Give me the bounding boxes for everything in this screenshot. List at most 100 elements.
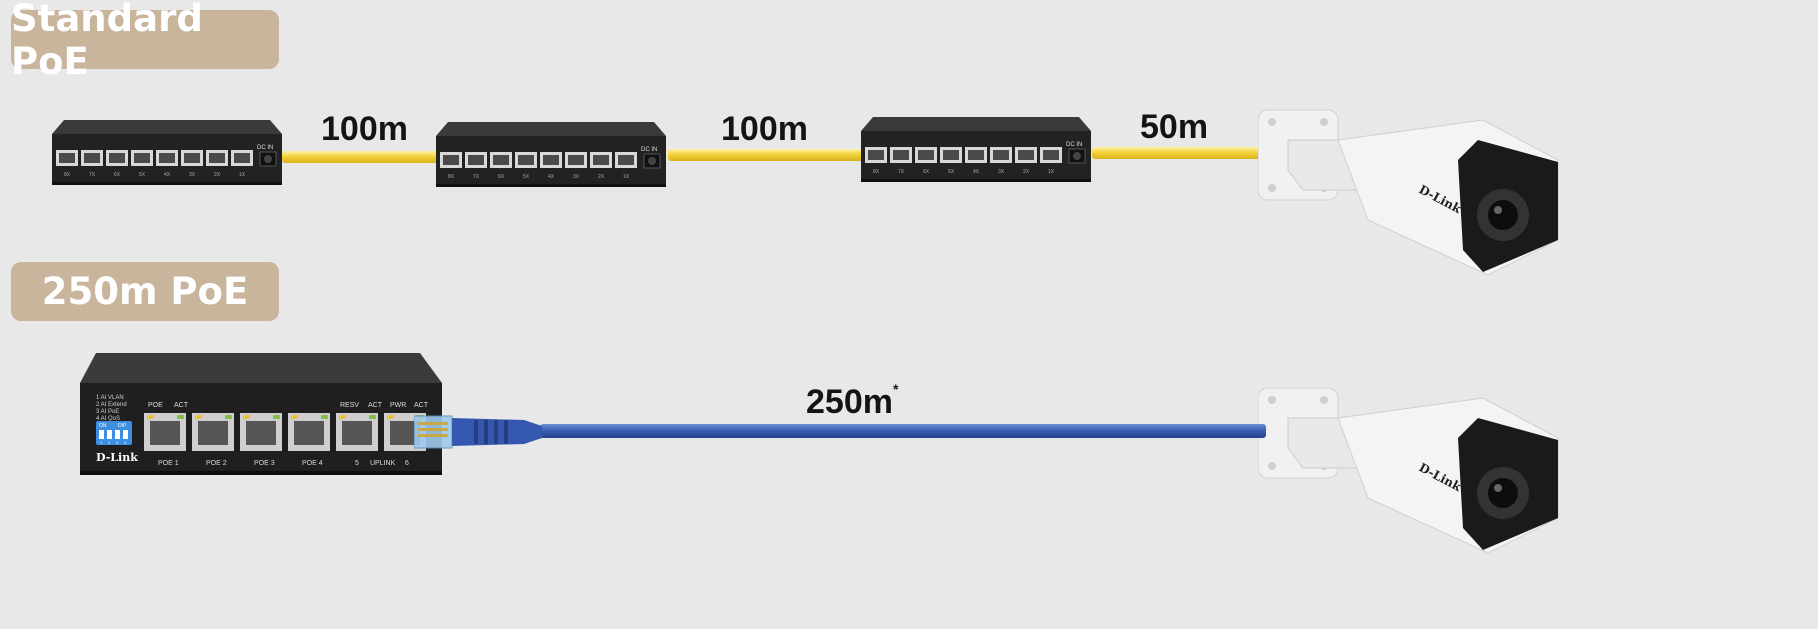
ethernet-port-socket (209, 153, 225, 163)
distance-text-2: 100m (721, 110, 808, 148)
distance-footnote-mark: * (892, 381, 899, 397)
ethernet-port-socket (893, 150, 909, 160)
ethernet-port-socket (159, 153, 175, 163)
distance-label-3: 50m (1140, 108, 1208, 147)
port-number-label: 8X (64, 172, 71, 178)
port-number-label: 2X (214, 172, 221, 178)
distance-label-2: 100m (721, 110, 808, 149)
label-act2: ACT (368, 402, 383, 409)
ethernet-port-socket (443, 155, 459, 165)
ethernet-port-socket (543, 155, 559, 165)
distance-label-long: 250m* (806, 381, 899, 422)
switch-port-socket (342, 421, 372, 445)
switch-port-socket (246, 421, 276, 445)
status-led (321, 415, 328, 419)
ethernet-port-socket (918, 150, 934, 160)
status-led (273, 415, 280, 419)
port-number-label: 5X (948, 169, 955, 175)
port-number-label: 2X (598, 174, 605, 180)
long-poe-label: 250m PoE (11, 262, 279, 321)
ethernet-port-socket (84, 153, 100, 163)
port-number-label: 2X (1023, 169, 1030, 175)
switch-port-socket (198, 421, 228, 445)
ethernet-port-socket (943, 150, 959, 160)
dip-dip-label: DIP (118, 423, 127, 429)
ip-camera-1: D-Link (1258, 100, 1563, 280)
label-act: ACT (174, 402, 189, 409)
distance-text-long: 250m (806, 383, 893, 421)
port-number-label: 4X (973, 169, 980, 175)
dc-in-label: DC IN (1066, 142, 1082, 148)
port-number-label: 8X (873, 169, 880, 175)
ethernet-port-socket (59, 153, 75, 163)
port-label-6: 6 (405, 460, 409, 467)
port-number-label: 8X (448, 174, 455, 180)
port-label-5: 5 (355, 460, 359, 467)
port-number-label: 6X (498, 174, 505, 180)
status-led (147, 415, 154, 419)
poe-switch-2: 8X 7X 6X 5X 4X 3X 2X 1X DC IN (434, 122, 668, 188)
port-number-label: 1X (1048, 169, 1055, 175)
switch-brand: D-Link (96, 451, 138, 464)
ethernet-port-socket (134, 153, 150, 163)
port-number-label: 7X (473, 174, 480, 180)
distance-text-3: 50m (1140, 108, 1209, 146)
ethernet-port-socket (568, 155, 584, 165)
switch-port-socket (150, 421, 180, 445)
yellow-cable-2 (668, 149, 863, 161)
yellow-cable-1 (282, 151, 440, 163)
dip-num-3: 3 (116, 440, 119, 445)
switch-port-socket (294, 421, 324, 445)
status-led (243, 415, 250, 419)
dip-on-label: ON (99, 423, 107, 429)
rj45-connector (413, 412, 546, 456)
dip-legend-1: 1 AI VLAN (96, 395, 124, 401)
standard-poe-label: Standard PoE (11, 0, 279, 83)
label-pwr: PWR (390, 402, 406, 409)
dip-legend-4: 4 AI QoS (96, 416, 120, 422)
long-poe-label-text: 250m PoE (41, 270, 249, 313)
status-led (369, 415, 376, 419)
dip-num-2: 2 (108, 440, 111, 445)
standard-poe-label-text: Standard PoE (11, 0, 203, 83)
port-number-label: 1X (623, 174, 630, 180)
port-number-label: 3X (573, 174, 580, 180)
dip-num-1: 1 (100, 440, 103, 445)
ethernet-port-socket (968, 150, 984, 160)
port-number-label: 3X (998, 169, 1005, 175)
port-number-label: 7X (89, 172, 96, 178)
label-poe: POE (148, 402, 163, 409)
port-number-label: 3X (189, 172, 196, 178)
status-led (387, 415, 394, 419)
ethernet-port-socket (618, 155, 634, 165)
ethernet-port-socket (593, 155, 609, 165)
status-led (195, 415, 202, 419)
dc-in-label: DC IN (257, 145, 273, 151)
port-label-poe3: POE 3 (254, 460, 275, 467)
port-label-poe2: POE 2 (206, 460, 227, 467)
port-number-label: 1X (239, 172, 246, 178)
port-label-poe1: POE 1 (158, 460, 179, 467)
distance-label-1: 100m (321, 110, 408, 149)
port-number-label: 4X (548, 174, 555, 180)
ethernet-port-socket (109, 153, 125, 163)
ip-camera-2: D-Link (1258, 378, 1563, 558)
distance-text-1: 100m (321, 110, 408, 148)
dlink-poe-switch: 1 AI VLAN 2 AI Extend 3 AI PoE 4 AI QoS … (80, 353, 450, 481)
blue-cable (540, 424, 1266, 438)
port-number-label: 6X (114, 172, 121, 178)
ethernet-port-socket (993, 150, 1009, 160)
dc-in-label: DC IN (641, 147, 657, 153)
port-number-label: 6X (923, 169, 930, 175)
port-number-label: 4X (164, 172, 171, 178)
label-resv: RESV (340, 402, 359, 409)
port-label-poe4: POE 4 (302, 460, 323, 467)
port-number-label: 5X (523, 174, 530, 180)
port-label-uplink: UPLINK (370, 460, 396, 467)
status-led (177, 415, 184, 419)
dip-legend-2: 2 AI Extend (96, 402, 127, 408)
ethernet-port-socket (518, 155, 534, 165)
ethernet-port-socket (234, 153, 250, 163)
